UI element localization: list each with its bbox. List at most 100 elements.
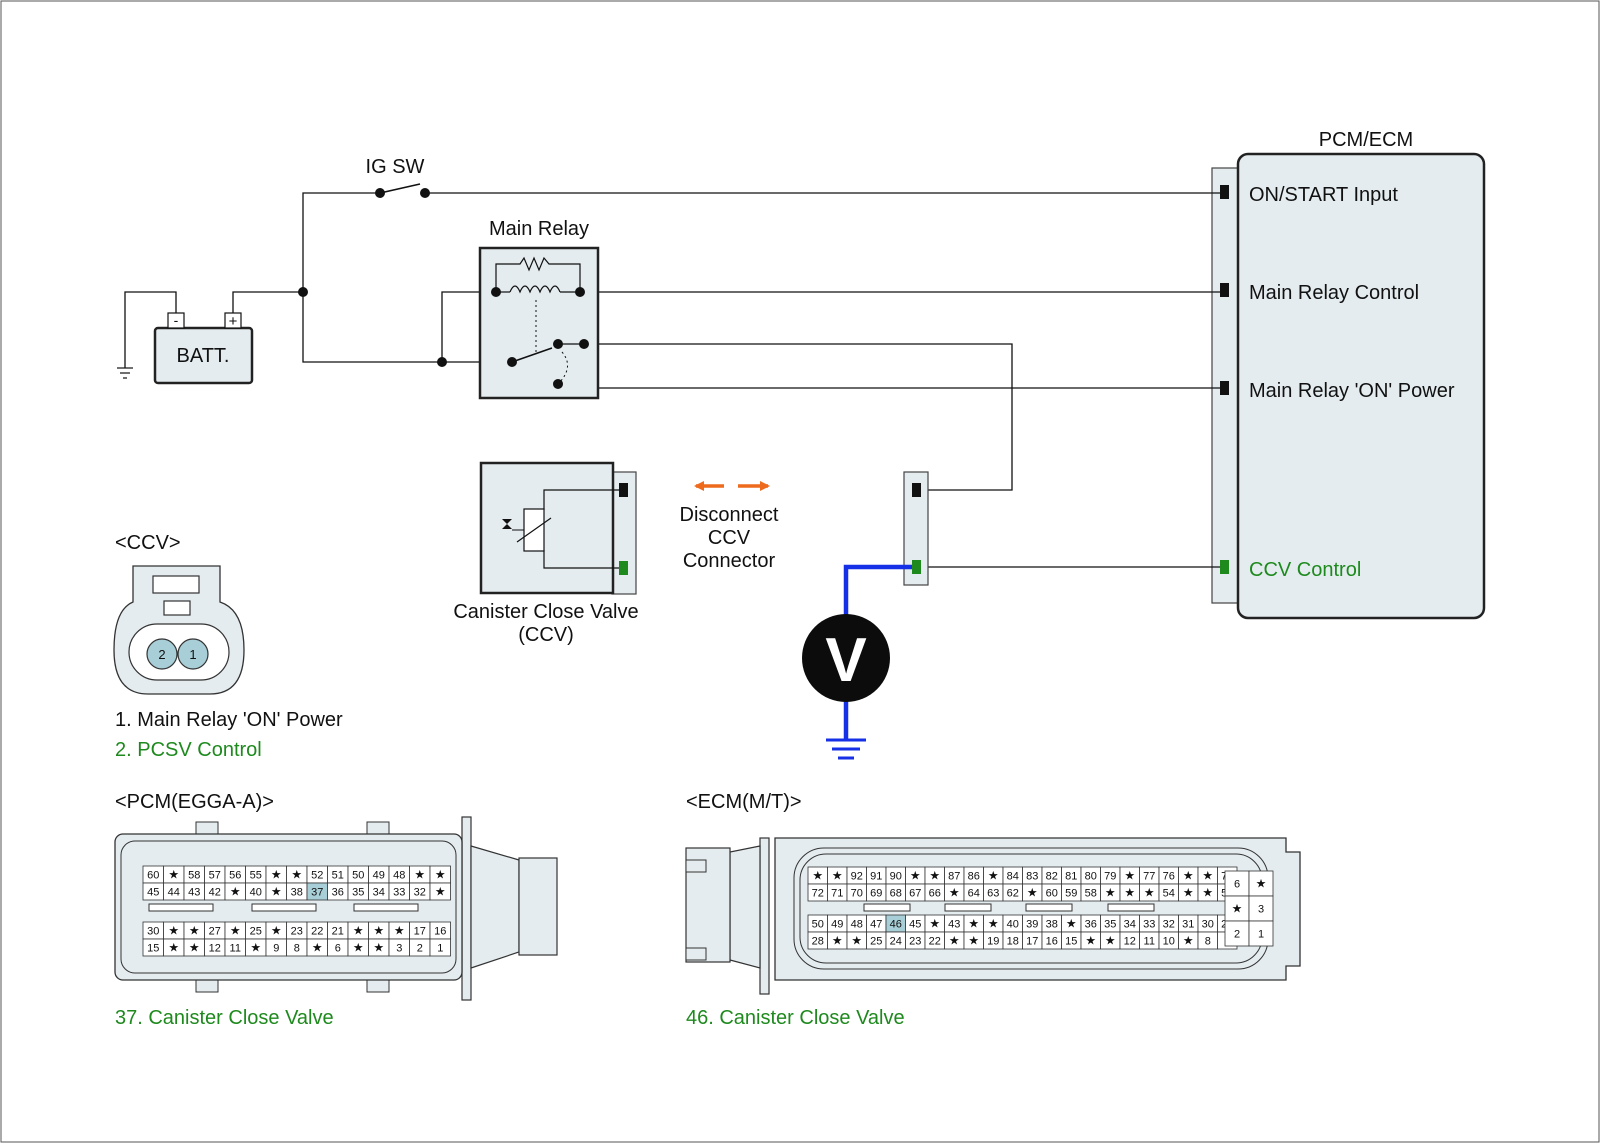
pin-number: ★ bbox=[1105, 934, 1116, 948]
pin-number: ★ bbox=[189, 924, 200, 938]
pin-number: ★ bbox=[291, 868, 302, 882]
wire-batt-plus bbox=[232, 291, 303, 320]
pin-number: ★ bbox=[812, 869, 823, 883]
pin-number: ★ bbox=[1183, 886, 1194, 900]
pin-number: 25 bbox=[870, 936, 882, 948]
pin-number: 47 bbox=[870, 919, 882, 931]
wire-main-relay-power bbox=[583, 344, 1220, 389]
battery: - + BATT. bbox=[153, 312, 254, 385]
harness-pin-2 bbox=[912, 560, 921, 574]
pin-number: 56 bbox=[229, 870, 241, 882]
pin-number: 8 bbox=[1205, 936, 1211, 948]
pin-number: 49 bbox=[373, 870, 385, 882]
pin-number: ★ bbox=[988, 869, 999, 883]
pin-number: 63 bbox=[987, 888, 999, 900]
voltmeter-symbol: V bbox=[825, 626, 866, 695]
pin-number: 42 bbox=[209, 887, 221, 899]
pin-main-relay-control bbox=[1220, 283, 1229, 297]
pin-number: 15 bbox=[147, 943, 159, 955]
pin-number: 17 bbox=[1026, 936, 1038, 948]
pin-number: 45 bbox=[147, 887, 159, 899]
pin-number: 77 bbox=[1143, 871, 1155, 883]
ecm-connector-title: <ECM(M/T)> bbox=[686, 791, 802, 813]
pin-number: 52 bbox=[311, 870, 323, 882]
pcm-ecm-title: PCM/ECM bbox=[1319, 129, 1413, 151]
ecm-pin-grid-top: ★★929190★★8786★848382818079★7776★★737271… bbox=[807, 866, 1238, 902]
disconnect-callout: Disconnect CCV Connector bbox=[680, 481, 779, 572]
battery-plus-sign: + bbox=[229, 313, 238, 330]
pin-number: 57 bbox=[209, 870, 221, 882]
pin-number: 79 bbox=[1104, 871, 1116, 883]
pin-number: ★ bbox=[1202, 886, 1213, 900]
junction-dot bbox=[437, 357, 447, 367]
pin-number: 1 bbox=[1258, 929, 1264, 941]
probe-lead-positive bbox=[843, 564, 912, 618]
pin-cell bbox=[1248, 920, 1274, 947]
pin-number: ★ bbox=[435, 868, 446, 882]
pin-cell bbox=[429, 882, 451, 901]
ccv-component-name: Canister Close Valve bbox=[453, 601, 638, 623]
pin-number: 15 bbox=[1065, 936, 1077, 948]
valve-icon bbox=[502, 519, 512, 529]
relay-coil bbox=[509, 285, 561, 294]
pin-number: 36 bbox=[332, 887, 344, 899]
pin-number: 50 bbox=[352, 870, 364, 882]
pin-number: 70 bbox=[851, 888, 863, 900]
pin-number: 62 bbox=[1007, 888, 1019, 900]
pin-number: 91 bbox=[870, 871, 882, 883]
pin-number: ★ bbox=[1232, 902, 1243, 916]
pin-number: 37 bbox=[311, 887, 323, 899]
ground-icon bbox=[826, 738, 866, 760]
wire-batt-to-igsw bbox=[302, 192, 380, 292]
pin-number: 58 bbox=[1085, 888, 1097, 900]
ccv-pin-1-circle bbox=[177, 638, 209, 670]
pin-number: ★ bbox=[929, 917, 940, 931]
voltmeter: V bbox=[802, 564, 912, 760]
disconnect-line2: CCV bbox=[708, 527, 751, 549]
voltmeter-icon bbox=[802, 614, 890, 702]
pin-number: 33 bbox=[393, 887, 405, 899]
main-relay-label: Main Relay bbox=[489, 218, 589, 240]
pin-number: ★ bbox=[271, 868, 282, 882]
pin-number: ★ bbox=[988, 917, 999, 931]
pin-number: 11 bbox=[1144, 936, 1155, 948]
pin-number: 46 bbox=[890, 919, 902, 931]
pin-number: ★ bbox=[414, 868, 425, 882]
ccv-pin-1-label: 1 bbox=[189, 647, 196, 662]
pin-number: 35 bbox=[1104, 919, 1116, 931]
battery-terminal-minus bbox=[167, 312, 185, 329]
pin-number: 81 bbox=[1065, 871, 1077, 883]
pin-number: 33 bbox=[1143, 919, 1155, 931]
battery-terminal-plus bbox=[224, 312, 242, 329]
pcm-pin-label-ccv-control: CCV Control bbox=[1249, 559, 1361, 581]
pin-number: 27 bbox=[209, 926, 221, 938]
pin-number: 50 bbox=[812, 919, 824, 931]
pcm-ecm-module: PCM/ECM ON/START Input Main Relay Contro… bbox=[1211, 129, 1486, 620]
pin-number: ★ bbox=[1085, 934, 1096, 948]
pin-number: 10 bbox=[1163, 936, 1175, 948]
pin-number: ★ bbox=[373, 941, 384, 955]
pin-number: 6 bbox=[335, 943, 341, 955]
pin-number: 17 bbox=[414, 926, 426, 938]
pin-number: 58 bbox=[188, 870, 200, 882]
pin-number: ★ bbox=[353, 924, 364, 938]
pcm-connector-title: <PCM(EGGA-A)> bbox=[115, 791, 274, 813]
pin-number: 6 bbox=[1234, 879, 1240, 891]
wire-relay-to-ccv-connector bbox=[584, 343, 1013, 491]
pin-number: ★ bbox=[968, 934, 979, 948]
ccv-connector-latch bbox=[152, 575, 200, 594]
pin-number: 86 bbox=[968, 871, 980, 883]
pin-on-start bbox=[1220, 185, 1229, 199]
pin-number: 49 bbox=[831, 919, 843, 931]
pin-number: 83 bbox=[1026, 871, 1038, 883]
pin-number: 2 bbox=[417, 943, 423, 955]
ccv-pin-2-circle bbox=[146, 638, 178, 670]
pcm-pin-label-main-relay-control: Main Relay Control bbox=[1249, 282, 1419, 304]
pin-number: 3 bbox=[396, 943, 402, 955]
pin-number: ★ bbox=[832, 934, 843, 948]
pcm-pin-label-on-start: ON/START Input bbox=[1249, 184, 1398, 206]
